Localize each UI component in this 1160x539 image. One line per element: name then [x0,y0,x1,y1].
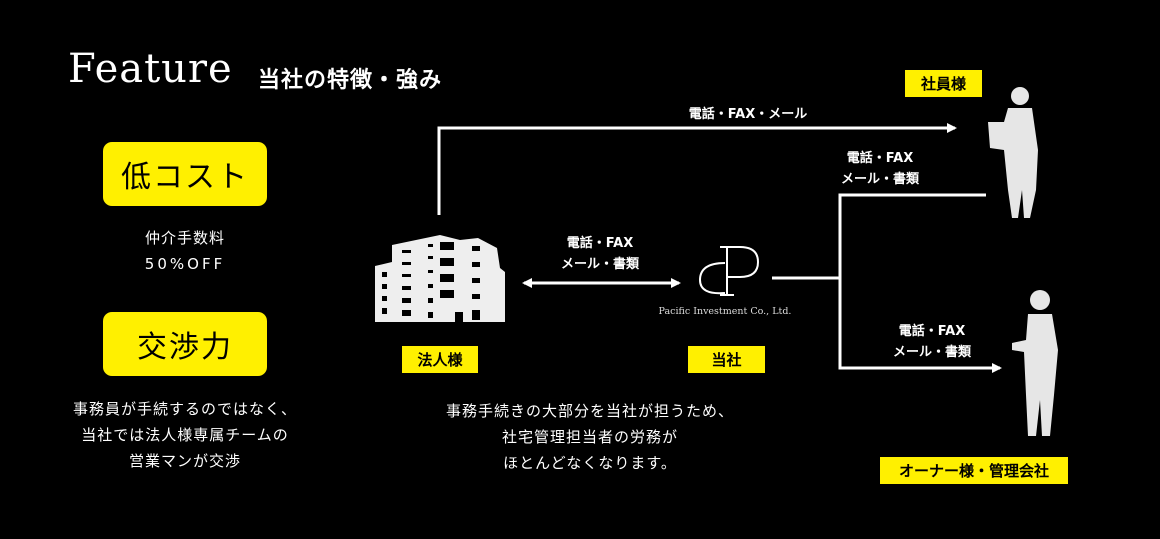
flow-label-line: 電話・FAX [846,151,914,166]
flow-label-line: 電話・FAX [898,324,966,339]
employee-label: 社員様 [905,70,982,97]
corporate-label: 法人様 [402,346,478,373]
page-title: Feature [68,46,233,92]
caption-line: 社宅管理担当者の労務が [501,428,678,446]
desc-line: 営業マンが交渉 [128,452,241,470]
diagram-caption: 事務手続きの大部分を当社が担うため、 社宅管理担当者の労務が ほとんどなくなりま… [420,398,760,476]
desc-line: 事務員が手続するのではなく、 [72,400,297,418]
flow-label-employee: 電話・FAX メール・書類 [820,148,940,190]
owner-person-icon [1012,290,1058,436]
building-icon [375,235,505,322]
flow-label-owner: 電話・FAX メール・書類 [872,321,992,363]
company-label: 当社 [688,346,765,373]
feature-low-cost-badge: 低コスト [103,142,267,206]
caption-line: 事務手続きの大部分を当社が担うため、 [445,402,734,420]
flow-label-line: 電話・FAX [566,236,634,251]
company-logo-text: Pacific Investment Co., Ltd. [658,306,792,317]
flow-label-mid: 電話・FAX メール・書類 [540,233,660,275]
feature-negotiation-desc: 事務員が手続するのではなく、 当社では法人様専属チームの 営業マンが交渉 [35,396,335,474]
caption-line: ほとんどなくなります。 [503,454,677,472]
flow-label-line: メール・書類 [840,172,919,187]
arrow-top [437,123,957,215]
desc-line: 当社では法人様専属チームの [81,426,289,444]
flow-label-line: メール・書類 [560,257,639,272]
feature-low-cost-desc: 仲介手数料 50%OFF [85,225,285,277]
flow-label-line: メール・書類 [892,345,971,360]
company-logo [698,246,760,296]
page-subtitle: 当社の特徴・強み [258,68,443,93]
employee-person-icon [988,87,1038,218]
feature-negotiation-badge: 交渉力 [103,312,267,376]
flow-label-top: 電話・FAX・メール [688,107,808,122]
arrow-employee [838,193,1002,373]
owner-label: オーナー様・管理会社 [880,457,1068,484]
desc-line: 50%OFF [144,255,226,273]
desc-line: 仲介手数料 [144,229,225,247]
